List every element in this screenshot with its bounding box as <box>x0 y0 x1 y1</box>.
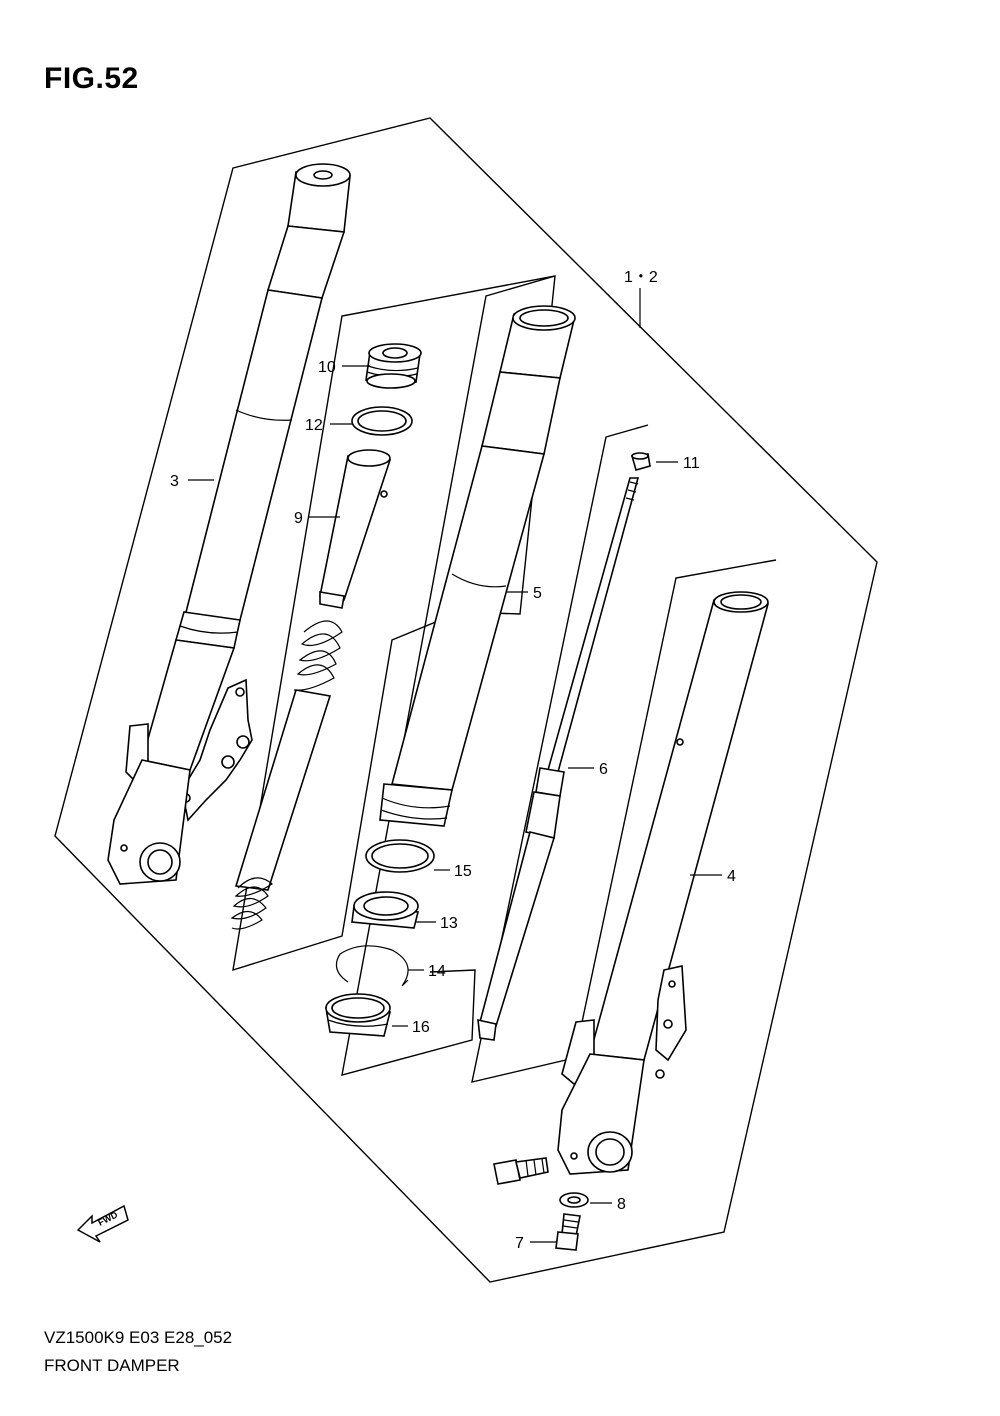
rod-nut <box>630 452 651 471</box>
damper-rod <box>477 477 640 1041</box>
callout-16: 16 <box>412 1019 430 1036</box>
subframe-outer-tube-group <box>573 559 777 1061</box>
subframe-damper-rod-group <box>471 424 649 1083</box>
o-ring <box>351 406 413 436</box>
leader-lines <box>188 288 722 1243</box>
callout-10: 10 <box>318 359 336 376</box>
assembly-outline <box>54 117 878 1283</box>
forward-arrow-icon: FWD <box>76 1204 129 1243</box>
callout-8: 8 <box>617 1196 626 1213</box>
oil-seal <box>351 891 420 929</box>
inner-tube <box>379 305 576 827</box>
dust-seal <box>325 993 392 1037</box>
callout-3: 3 <box>170 473 179 490</box>
axle-bolt <box>493 1157 549 1185</box>
callout-1-2: 1・2 <box>624 269 658 286</box>
spacer <box>319 449 392 609</box>
fork-spring <box>230 620 343 930</box>
left-fork-assembly <box>107 163 351 885</box>
callout-11: 11 <box>683 455 700 472</box>
callout-9: 9 <box>294 510 303 527</box>
stopper-ring <box>335 945 409 987</box>
figure-title: FIG.52 <box>44 62 139 95</box>
callout-6: 6 <box>599 761 608 778</box>
guide-bushing <box>365 839 435 873</box>
callout-4: 4 <box>727 868 736 885</box>
callout-12: 12 <box>305 417 323 434</box>
subframe-inner-tube-group <box>341 275 556 1076</box>
callout-15: 15 <box>454 863 472 880</box>
model-code: VZ1500K9 E03 E28_052 <box>44 1328 233 1347</box>
washer <box>559 1192 589 1208</box>
callout-13: 13 <box>440 915 458 932</box>
callout-labels: 1・2 3 4 5 6 7 8 9 10 11 12 13 14 15 16 <box>170 269 736 1252</box>
callout-5: 5 <box>533 585 542 602</box>
callout-14: 14 <box>428 963 446 980</box>
cap-bolt <box>365 343 422 389</box>
section-name: FRONT DAMPER <box>44 1356 180 1375</box>
outer-tube <box>557 591 770 1175</box>
damper-bolt <box>555 1213 581 1251</box>
callout-7: 7 <box>515 1235 524 1252</box>
